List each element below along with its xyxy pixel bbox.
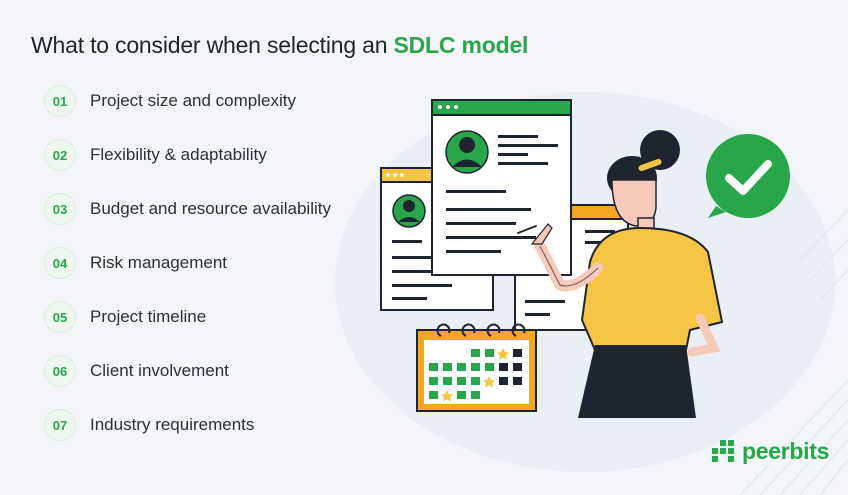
title-highlight: SDLC model [393, 32, 529, 58]
calendar-icon [416, 323, 537, 412]
item-number-badge: 03 [44, 193, 76, 225]
list-item: 05 Project timeline [44, 300, 206, 334]
item-number-badge: 06 [44, 355, 76, 387]
item-label: Project timeline [90, 307, 207, 326]
star-icon [441, 348, 509, 402]
list-item: 06 Client involvement [44, 354, 229, 388]
item-label: Project size and complexity [90, 91, 296, 110]
item-number-badge: 02 [44, 139, 76, 171]
list-item: 01 Project size and complexity [44, 84, 296, 118]
item-number-badge: 04 [44, 247, 76, 279]
item-number-badge: 01 [44, 85, 76, 117]
peerbits-logo-icon [712, 439, 734, 462]
woman-illustration [517, 130, 724, 418]
brand-name: peerbits [742, 438, 830, 464]
item-number-badge: 05 [44, 301, 76, 333]
list-item: 02 Flexibility & adaptability [44, 138, 267, 172]
brand-logo: peerbits [710, 438, 829, 465]
item-number-badge: 07 [44, 409, 76, 441]
checkmark-bubble-icon [706, 134, 790, 218]
document-front [431, 99, 572, 276]
list-item: 04 Risk management [44, 246, 227, 280]
page-title: What to consider when selecting an SDLC … [31, 32, 528, 59]
item-label: Flexibility & adaptability [90, 145, 267, 164]
item-label: Risk management [90, 253, 228, 272]
list-item: 03 Budget and resource availability [44, 192, 331, 226]
item-label: Budget and resource availability [90, 199, 331, 218]
decorative-lines [739, 209, 848, 495]
item-label: Industry requirements [90, 415, 255, 434]
list-item: 07 Industry requirements [44, 408, 254, 442]
item-label: Client involvement [90, 361, 229, 380]
title-prefix: What to consider when selecting an [31, 32, 388, 58]
